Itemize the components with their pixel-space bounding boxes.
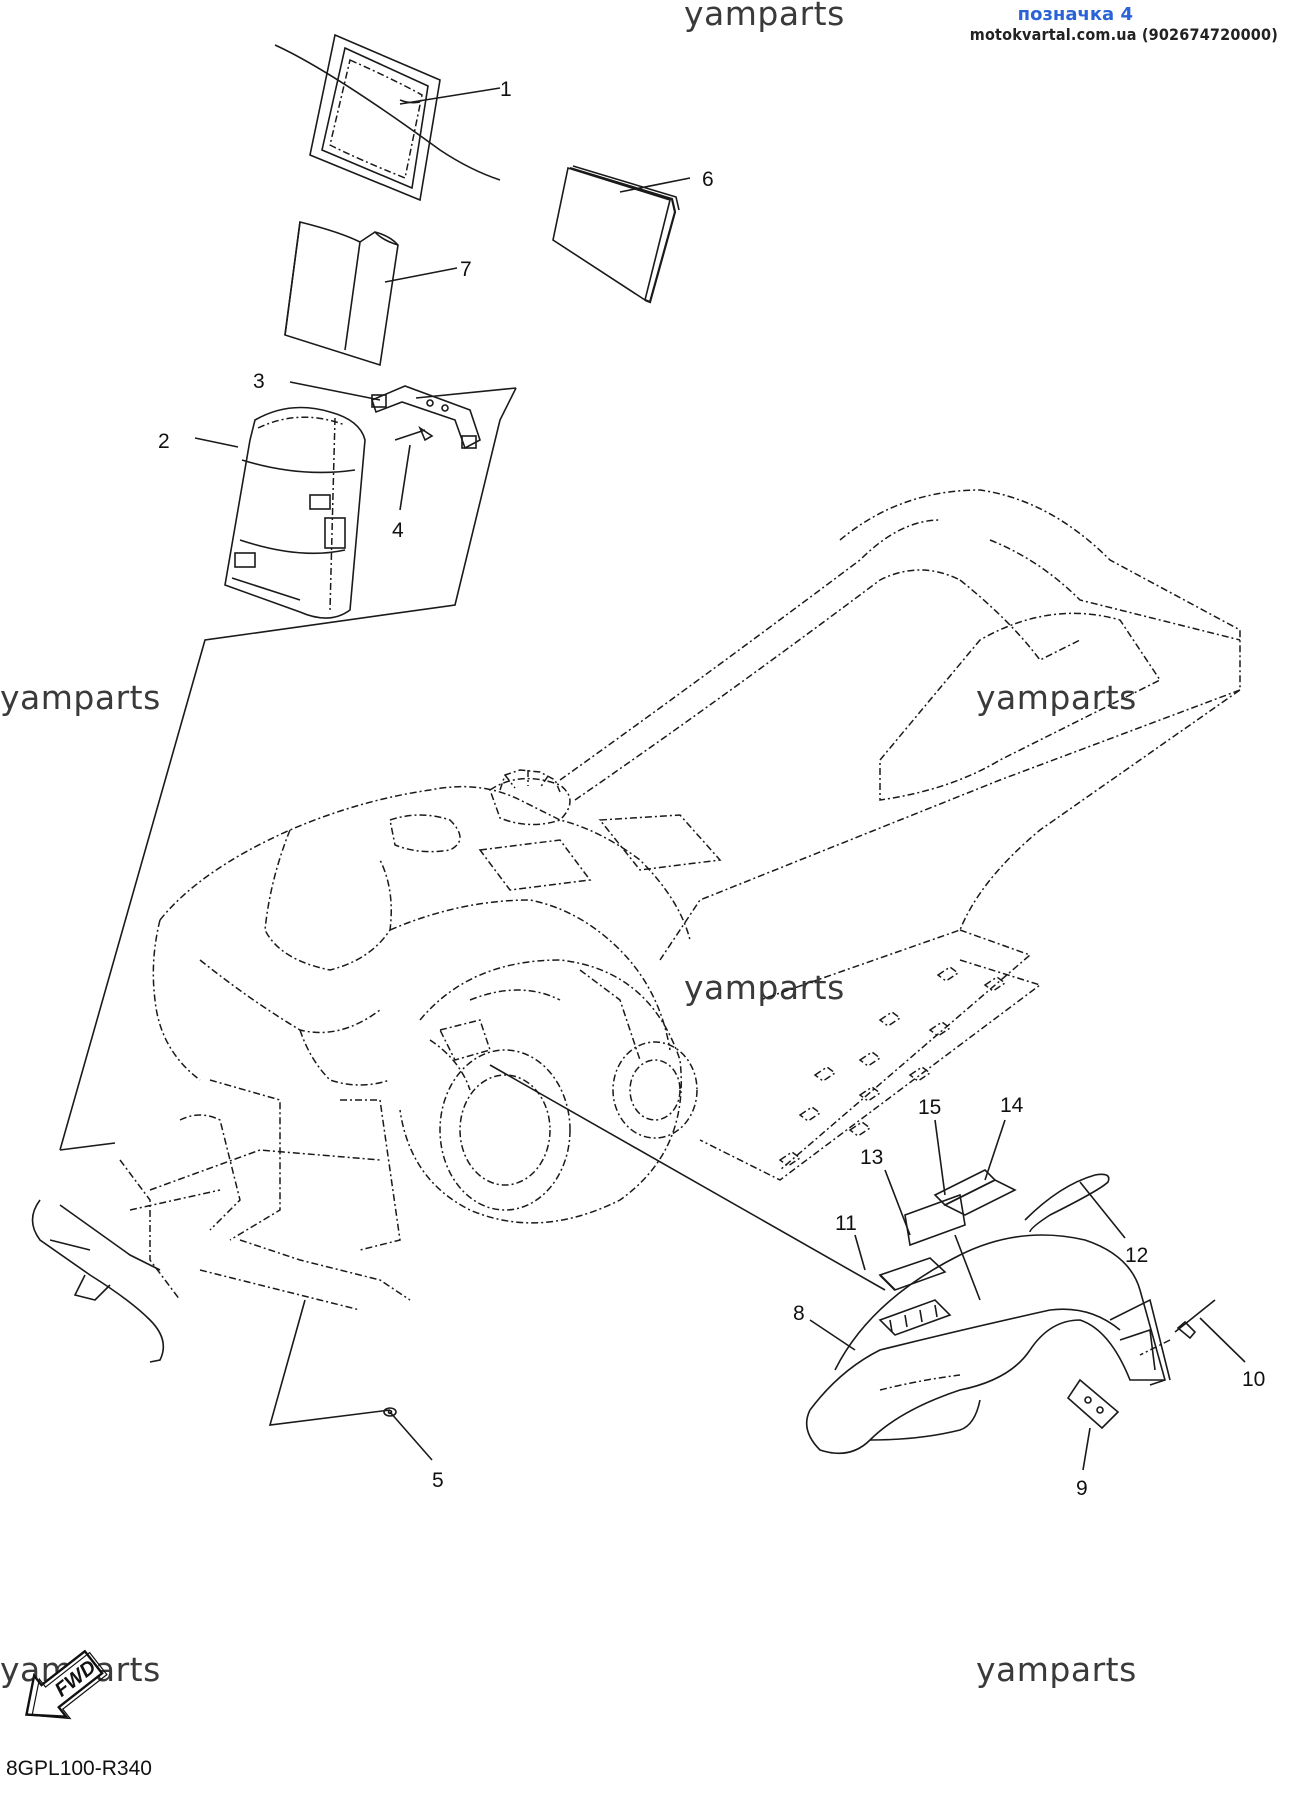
- callout-9: 9: [1076, 1477, 1088, 1500]
- header-contact: motokvartal.com.ua (902674720000): [969, 25, 1278, 44]
- callout-leaders: [194, 87, 1246, 1471]
- watermark: yamparts: [0, 678, 161, 717]
- part-12-strap: [1024, 1173, 1110, 1233]
- part-3-bracket: [371, 385, 481, 450]
- callout-2: 2: [158, 430, 170, 453]
- watermark: yamparts: [976, 1650, 1137, 1689]
- part-6-booklet: [552, 165, 680, 304]
- callout-3: 3: [253, 370, 265, 393]
- watermark: yamparts: [684, 968, 845, 1007]
- diagram-code: 8GPL100-R340: [6, 1757, 152, 1780]
- watermark: yamparts: [684, 0, 845, 33]
- callout-15: 15: [918, 1096, 941, 1119]
- callout-10: 10: [1242, 1368, 1265, 1391]
- part-1-frame: [274, 33, 501, 202]
- watermark: yamparts: [976, 678, 1137, 717]
- part-9-plate: [1066, 1378, 1120, 1430]
- leader-frame: [59, 387, 517, 1151]
- callout-6: 6: [702, 168, 714, 191]
- runningboard-holes: [778, 966, 1007, 1167]
- part-10-rivet: [1139, 1299, 1216, 1356]
- callout-11: 11: [835, 1212, 857, 1235]
- part-14-decal: [943, 1179, 1017, 1216]
- part-8-rear-flap: [805, 1234, 1171, 1455]
- part-7-sleeve: [284, 221, 399, 367]
- callout-7: 7: [460, 258, 472, 281]
- leader-15-to-flap: [954, 1234, 981, 1301]
- callout-8: 8: [793, 1302, 805, 1325]
- header-label: позначка 4: [1017, 4, 1133, 25]
- part-11-decal: [878, 1257, 947, 1291]
- snowmobile-body: [31, 489, 1241, 1363]
- callout-5: 5: [432, 1469, 444, 1492]
- part-5-washer: [383, 1407, 397, 1417]
- leader-lines: [268, 1064, 886, 1426]
- callout-1: 1: [500, 78, 512, 101]
- callout-13: 13: [860, 1146, 883, 1169]
- fwd-arrow-icon: FWD: [25, 1649, 108, 1720]
- callout-4: 4: [392, 519, 404, 542]
- callout-14: 14: [1000, 1094, 1024, 1117]
- callout-12: 12: [1125, 1244, 1148, 1267]
- part-2-bag: [224, 406, 366, 619]
